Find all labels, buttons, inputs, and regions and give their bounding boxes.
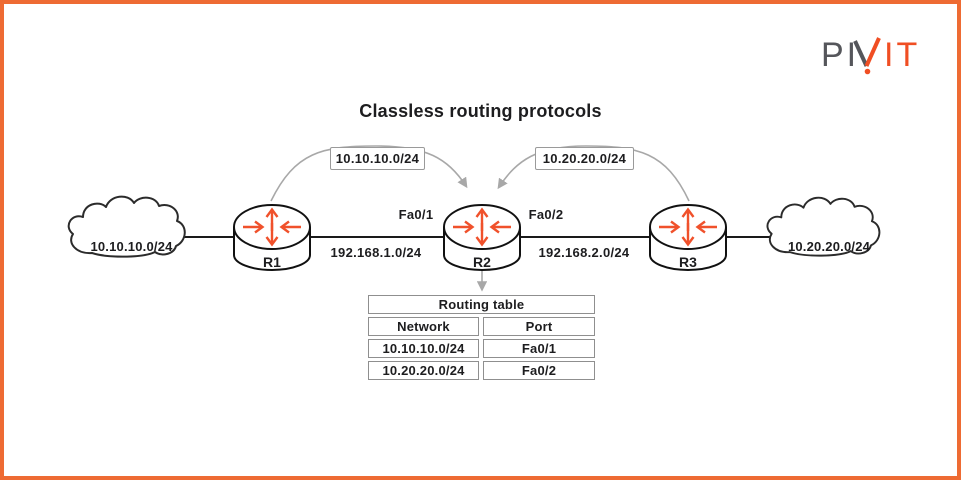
link-label-left: 192.168.1.0/24: [330, 245, 422, 260]
pivit-logo: PI IT: [821, 36, 918, 75]
logo-text-pi: PI: [821, 36, 859, 74]
router-label: R1: [263, 254, 281, 270]
table-cell-network-2: 10.20.20.0/24: [368, 361, 479, 380]
router-r1: R1: [233, 204, 311, 271]
table-cell-port-2: Fa0/2: [483, 361, 595, 380]
link-label-right: 192.168.2.0/24: [538, 245, 630, 260]
router-icon: [243, 207, 301, 247]
cloud-left-label: 10.10.10.0/24: [90, 239, 173, 254]
routing-table: Routing table Network Port 10.10.10.0/24…: [368, 295, 595, 380]
route-ad-arrow-right: [497, 145, 690, 202]
router-r3: R3: [649, 204, 727, 271]
router-label: R3: [679, 254, 697, 270]
routing-table-col-port: Port: [483, 317, 595, 336]
cloud-icon: [67, 195, 186, 258]
cloud-right: [766, 196, 881, 257]
cloud-icon: [766, 196, 881, 257]
router-icon: [453, 207, 511, 247]
table-cell-port-1: Fa0/1: [483, 339, 595, 358]
diagram-title: Classless routing protocols: [359, 101, 602, 121]
table-cell-network-1: 10.10.10.0/24: [368, 339, 479, 358]
cloud-left: [67, 195, 186, 258]
route-ad-label-box-left: 10.10.10.0/24: [330, 147, 425, 170]
routing-table-title: Routing table: [368, 295, 595, 314]
logo-v-left-stroke: [853, 40, 869, 67]
router-icon: [659, 207, 717, 247]
logo-dot-icon: [864, 68, 871, 75]
logo-v-right-stroke: [864, 37, 881, 67]
interface-label-fa02: Fa0/2: [528, 207, 564, 222]
route-ad-arrow-left: [270, 145, 468, 202]
router-r2: R2: [443, 204, 521, 271]
cloud-right-label: 10.20.20.0/24: [787, 239, 871, 254]
routing-table-col-network: Network: [368, 317, 479, 336]
route-ad-label-box-right: 10.20.20.0/24: [535, 147, 634, 170]
router-label: R2: [473, 254, 491, 270]
interface-label-fa01: Fa0/1: [398, 207, 434, 222]
logo-text-it: IT: [884, 36, 918, 74]
